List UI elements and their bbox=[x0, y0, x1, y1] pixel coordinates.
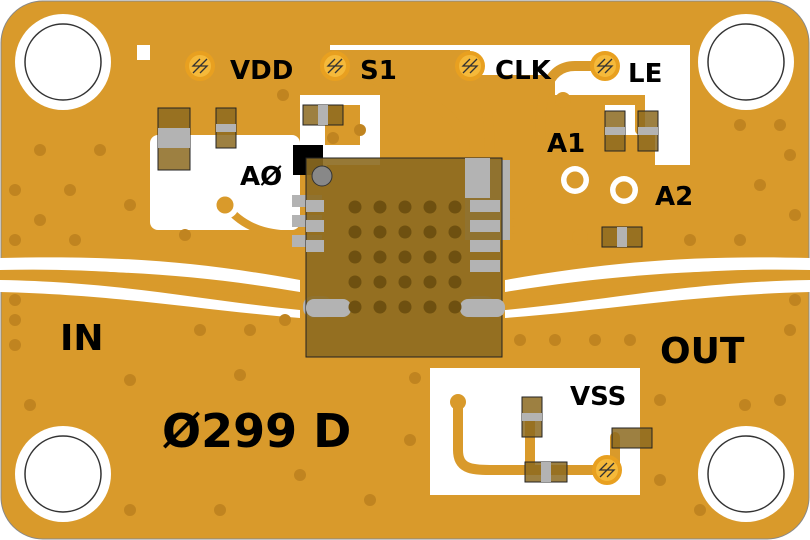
thermal-via bbox=[448, 200, 462, 214]
thermal-via bbox=[398, 225, 412, 239]
thermal-via bbox=[373, 225, 387, 239]
thermal-via bbox=[398, 250, 412, 264]
thermal-via bbox=[348, 225, 362, 239]
thermal-via bbox=[373, 250, 387, 264]
ic-chip bbox=[287, 145, 510, 358]
thermal-via bbox=[373, 275, 387, 289]
out-port-label: OUT bbox=[660, 331, 745, 372]
thermal-via bbox=[423, 275, 437, 289]
a1-label: A1 bbox=[547, 129, 585, 159]
le-pad[interactable] bbox=[590, 51, 620, 81]
clk-pad[interactable] bbox=[455, 51, 485, 81]
thermal-via bbox=[398, 200, 412, 214]
vss-pad[interactable] bbox=[592, 455, 622, 485]
thermal-via bbox=[348, 275, 362, 289]
in-port-label: IN bbox=[60, 318, 104, 359]
a2-label: A2 bbox=[655, 182, 693, 212]
s1-label: S1 bbox=[360, 56, 397, 86]
probe-pads bbox=[185, 51, 622, 485]
thermal-via bbox=[423, 225, 437, 239]
s1-pad[interactable] bbox=[320, 51, 350, 81]
thermal-via bbox=[398, 300, 412, 314]
part-number-label: Ø299 D bbox=[162, 404, 351, 458]
thermal-via bbox=[448, 225, 462, 239]
thermal-via bbox=[448, 250, 462, 264]
thermal-via bbox=[348, 200, 362, 214]
clk-label: CLK bbox=[495, 56, 552, 86]
thermal-vias bbox=[348, 200, 462, 314]
thermal-via bbox=[423, 250, 437, 264]
thermal-via bbox=[348, 300, 362, 314]
thermal-via bbox=[348, 250, 362, 264]
thermal-via bbox=[398, 275, 412, 289]
vdd-label: VDD bbox=[230, 56, 293, 86]
thermal-via bbox=[448, 275, 462, 289]
test-points bbox=[211, 92, 638, 410]
vdd-pad[interactable] bbox=[185, 51, 215, 81]
vss-label: VSS bbox=[570, 382, 626, 412]
vias bbox=[9, 89, 801, 516]
pin1-dot bbox=[311, 165, 333, 187]
thermal-via bbox=[423, 200, 437, 214]
thermal-via bbox=[448, 300, 462, 314]
thermal-via bbox=[423, 300, 437, 314]
smd-components bbox=[157, 104, 659, 483]
le-label: LE bbox=[628, 59, 662, 89]
mounting-holes bbox=[15, 14, 794, 522]
thermal-via bbox=[373, 300, 387, 314]
thermal-via bbox=[373, 200, 387, 214]
a0-label: AØ bbox=[240, 162, 282, 192]
